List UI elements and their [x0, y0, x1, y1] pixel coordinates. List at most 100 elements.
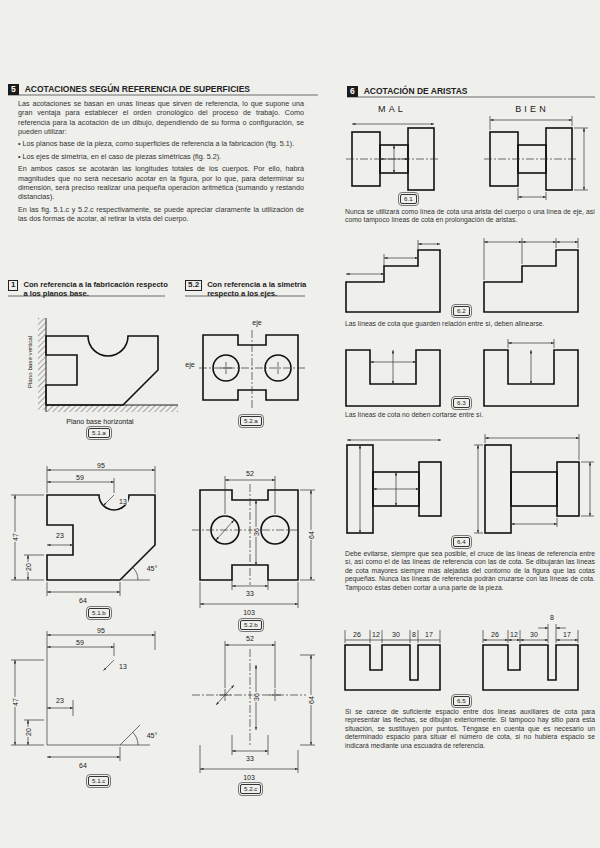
section-number: 5.1.b: [92, 610, 106, 616]
body-paragraph: Las acotaciones se basan en unas líneas …: [18, 99, 304, 136]
column-heading: BIEN: [515, 105, 549, 114]
stepped-part-figure: [418, 240, 419, 250]
dimensions-only-symmetric-figure: [275, 641, 276, 688]
dimensioned-symmetric-figure: [225, 480, 275, 481]
heading-text: ACOTACIÓN DE ARISTAS: [364, 86, 468, 96]
stepped-part-figure: [346, 274, 384, 275]
symmetric-part-figure: [226, 362, 227, 374]
dimensioned-part-figure: [24, 555, 44, 556]
dimension-label: 20: [25, 562, 32, 572]
body-paragraph: • Los planos base de la pieza, como supe…: [18, 139, 304, 148]
dimension-label: 23: [55, 532, 65, 539]
figure-number-box: 6.5: [453, 696, 470, 706]
dimensioned-part-figure: [47, 582, 48, 596]
dimension-label: 30: [391, 631, 401, 638]
shaft-figure: [572, 116, 573, 126]
figure-number-box: 5.2.b: [240, 620, 262, 630]
body-paragraph: Debe evitarse, siempre que sea posible, …: [345, 550, 595, 592]
stepped-shaft-figure: [478, 445, 479, 533]
body-paragraph: Las líneas de cota que guarden relación …: [345, 320, 595, 328]
section-number: 5.2: [185, 280, 202, 291]
body-paragraph: Nunca se utilizará como línea de cota un…: [345, 208, 595, 225]
slotted-bar-figure: [483, 645, 578, 690]
dimensioned-part-figure: [11, 580, 44, 581]
stepped-shaft-figure: [557, 462, 579, 516]
section-number: 6.5: [457, 698, 466, 704]
dimensions-only-symmetric-figure: [232, 751, 268, 752]
dimensions-only-symmetric-figure: [192, 695, 306, 696]
dimensioned-symmetric-figure: [225, 476, 226, 514]
dimensions-only-figure: [24, 720, 44, 721]
dimensions-only-symmetric-figure: [268, 735, 269, 755]
dimension-label: 33: [245, 755, 255, 762]
stepped-shaft-figure: [590, 462, 591, 516]
shaft-figure: [518, 197, 546, 198]
dimensions-only-symmetric-figure: [225, 645, 275, 646]
dimensions-only-figure: [114, 643, 115, 656]
section-number: 6.4: [457, 539, 466, 545]
dimension-label: 17: [562, 631, 572, 638]
stepped-shaft-figure: [373, 472, 419, 506]
dimension-label: 17: [424, 631, 434, 638]
shaft-figure: [352, 124, 434, 125]
dimension-label: 8: [411, 631, 417, 638]
stepped-shaft-figure: [485, 445, 511, 533]
stepped-shaft-figure: [485, 434, 486, 443]
stepped-shaft-figure: [581, 516, 594, 517]
stepped-part-figure: [522, 242, 556, 243]
shaft-figure: [380, 145, 408, 173]
dimension-label: 26: [352, 631, 362, 638]
dimension-label: 45°: [146, 565, 159, 572]
heading-text: ACOTACIONES SEGÚN REFERENCIA DE SUPERFIC…: [25, 84, 250, 94]
section-number: 5.2.c: [244, 786, 257, 792]
shaft-figure: [546, 192, 547, 200]
header-rule: [347, 97, 595, 98]
dimensioned-part-figure: [11, 495, 44, 496]
shaft-figure: [394, 145, 395, 173]
stepped-shaft-figure: [347, 440, 441, 441]
symmetric-part-figure: [199, 368, 305, 369]
dimensioned-part-figure: [47, 470, 155, 471]
shaft-figure: [490, 116, 491, 130]
body-paragraph: Si se carece de suficiente espacio entre…: [345, 708, 595, 750]
shaft-figure: [584, 128, 585, 190]
dimensions-only-symmetric-figure: [232, 735, 233, 755]
header-rule: [8, 95, 595, 296]
symmetric-part-figure: [199, 330, 305, 408]
symmetric-part-figure: [278, 362, 279, 374]
u-part-figure: [346, 350, 440, 406]
slotted-bar-figure: [556, 628, 566, 629]
slotted-bar-figure: [483, 630, 484, 643]
u-part-figure: [554, 339, 555, 348]
slotted-bar-figure: [520, 640, 548, 641]
dimensioned-symmetric-figure: [268, 567, 269, 590]
stepped-part-figure: [346, 250, 440, 312]
stepped-part-figure: [384, 254, 385, 266]
stepped-shaft-figure: [581, 462, 594, 463]
slotted-bar-figure: [345, 630, 346, 643]
dimension-label: 64: [308, 530, 315, 540]
dimension-label: 47: [12, 697, 19, 707]
heading-text: Con referencia a la fabricación respecto…: [23, 280, 173, 298]
figure-number-box: 6.2: [453, 306, 470, 316]
stepped-part-figure: [484, 238, 485, 280]
dimension-label: 103: [242, 774, 256, 781]
slotted-bar-figure: [440, 630, 441, 643]
dimensions-only-figure: [47, 745, 150, 746]
heading-text: Con referencia a la simetría respecto a …: [207, 280, 319, 298]
dimensions-only-symmetric-figure: [300, 745, 315, 746]
dimensioned-part-figure: [122, 580, 150, 581]
figure-number-box: 6.3: [453, 398, 470, 408]
dimensions-only-symmetric-figure: [200, 769, 298, 770]
slotted-bar-figure: [538, 628, 548, 629]
dimension-label: 13: [118, 663, 128, 670]
dimensioned-part-figure: [103, 495, 114, 506]
slotted-bar-figure: [520, 630, 521, 643]
dimension-label: 64: [78, 762, 88, 769]
dimension-label: 30: [529, 631, 539, 638]
dimension-label: 36: [253, 692, 260, 702]
stepped-shaft-figure: [485, 438, 579, 439]
dimensioned-part-figure: [133, 567, 138, 580]
dimensions-only-figure: [133, 732, 138, 745]
stepped-shaft-figure: [419, 462, 441, 516]
